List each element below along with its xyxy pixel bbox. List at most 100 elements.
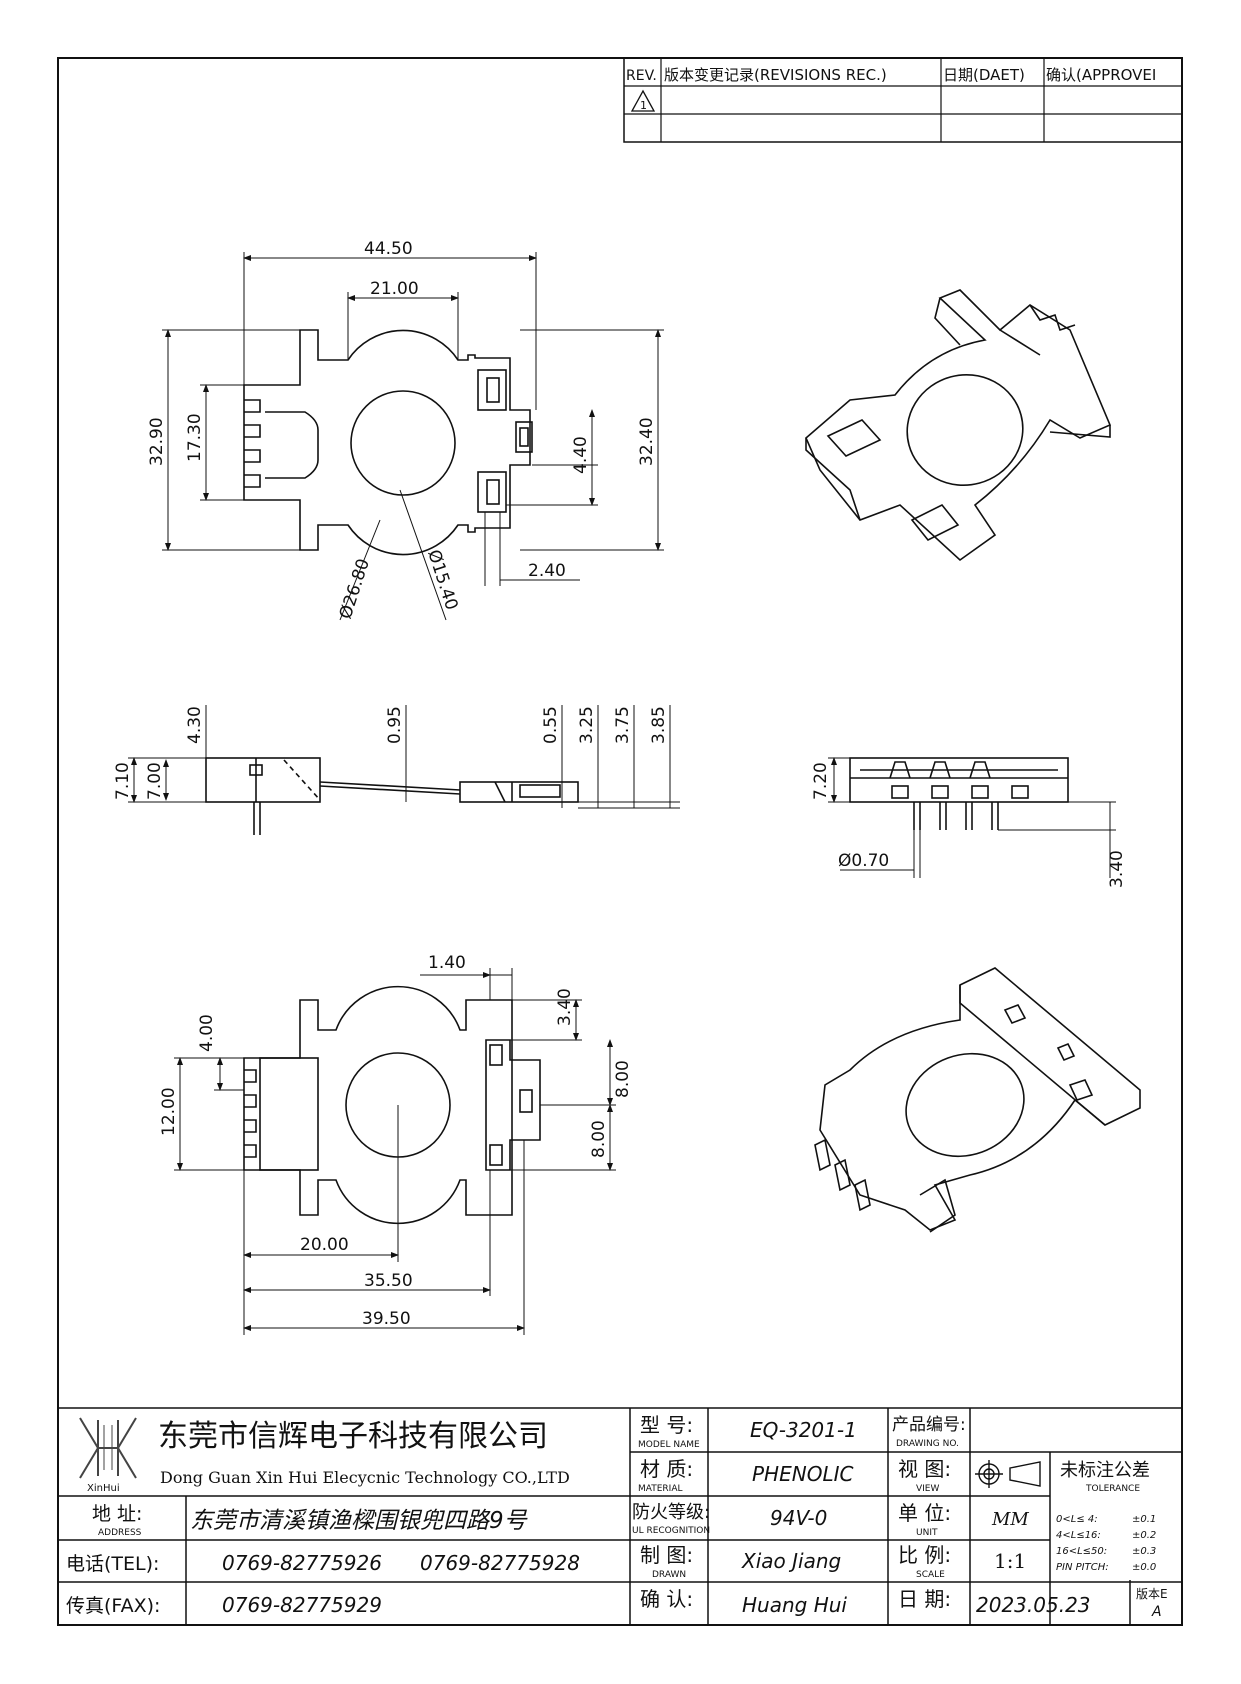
dim-center-offset: 20.00: [300, 1235, 349, 1255]
dim-front-height: 7.20: [811, 762, 831, 800]
ul-label: 防火等级:: [632, 1502, 710, 1523]
isometric-view-top: [805, 289, 1112, 562]
logo-text: XinHui: [87, 1483, 120, 1494]
tel-value-1: 0769-82775926: [222, 1551, 382, 1575]
tel-value-2: 0769-82775928: [420, 1551, 580, 1575]
dim-lower-pitch: 8.00: [589, 1120, 609, 1158]
drawing-no-label-en: DRAWING NO.: [896, 1439, 959, 1449]
address-label-en: ADDRESS: [98, 1528, 142, 1538]
fax-value: 0769-82775929: [222, 1593, 382, 1617]
top-view-dims: [162, 252, 664, 621]
tolerance-row-4-value: ±0.0: [1132, 1562, 1156, 1573]
dim-inner-width: 21.00: [370, 279, 419, 299]
front-view: [849, 757, 1069, 830]
revision-mark: 1: [640, 99, 647, 112]
projection-icon: [975, 1460, 1041, 1488]
drawn-label: 制 图:: [640, 1543, 693, 1567]
model-label: 型 号:: [640, 1413, 693, 1437]
address-label: 地 址:: [92, 1503, 142, 1525]
dim-overall-width: 44.50: [364, 239, 413, 259]
fax-label: 传真(FAX):: [66, 1595, 160, 1617]
dim-pin-length: 3.40: [1107, 850, 1127, 888]
view-label-en: VIEW: [916, 1484, 939, 1494]
company-name-cn: 东莞市信辉电子科技有限公司: [158, 1419, 548, 1454]
unit-value: MM: [991, 1509, 1029, 1530]
revision-triangle-icon: [630, 89, 656, 112]
tolerance-row-3: 16<L≤50:: [1056, 1546, 1107, 1557]
material-label-en: MATERIAL: [638, 1484, 683, 1494]
side-view-dims: [128, 705, 680, 809]
revision-block: REV. 版本变更记录(REVISIONS REC.) 日期(DAET) 确认(…: [623, 57, 1183, 143]
dim-pin-pitch: 4.00: [197, 1014, 217, 1052]
view-label: 视 图:: [898, 1457, 951, 1481]
company-logo: [79, 1417, 137, 1479]
date-label: 日 期:: [898, 1587, 951, 1611]
dim-slot-height: 17.30: [185, 413, 205, 462]
approve-col-header: 确认(APPROVEI: [1046, 66, 1156, 84]
drawn-label-en: DRAWN: [652, 1570, 686, 1580]
scale-value: 1:1: [994, 1549, 1026, 1573]
dim-height-right: 32.40: [637, 417, 657, 466]
dim-pin-span: 12.00: [159, 1087, 179, 1136]
unit-label-en: UNIT: [916, 1528, 938, 1538]
dim-overall-width-bottom: 39.50: [362, 1309, 411, 1329]
ul-label-en: UL RECOGNITION: [632, 1526, 710, 1536]
unit-label: 单 位:: [898, 1501, 951, 1525]
dim-height-left: 32.90: [147, 417, 167, 466]
title-block: [58, 1407, 1182, 1625]
dim-tab-width: 2.40: [528, 561, 566, 581]
tolerance-label: 未标注公差: [1060, 1460, 1150, 1481]
dim-d3: 3.75: [613, 706, 633, 744]
dim-rail-offset: 3.40: [555, 988, 575, 1026]
address-value: 东莞市清溪镇渔樑围银兜四路9号: [190, 1508, 528, 1534]
scale-label-en: SCALE: [916, 1570, 945, 1580]
dim-rail-width: 1.40: [428, 953, 466, 973]
drawing-no-label: 产品编号:: [892, 1415, 966, 1435]
model-label-en: MODEL NAME: [638, 1440, 700, 1450]
tolerance-row-4: PIN PITCH:: [1056, 1562, 1109, 1573]
tel-label: 电话(TEL):: [66, 1553, 159, 1575]
check-label: 确 认:: [640, 1587, 693, 1611]
dim-mid-width: 35.50: [364, 1271, 413, 1291]
tolerance-row-3-value: ±0.3: [1132, 1546, 1156, 1557]
dim-total-height: 7.10: [113, 762, 133, 800]
dim-pin-gap: 4.40: [571, 436, 591, 474]
dim-top-step: 4.30: [185, 706, 205, 744]
bottom-view-dims: [174, 968, 616, 1335]
tolerance-row-1: 0<L≤ 4:: [1056, 1514, 1098, 1525]
tolerance-row-1-value: ±0.1: [1132, 1514, 1156, 1525]
dim-d4: 3.85: [649, 706, 669, 744]
material-label: 材 质:: [640, 1457, 693, 1481]
isometric-view-bottom: [814, 967, 1141, 1233]
company-name-en: Dong Guan Xin Hui Elecycnic Technology C…: [160, 1468, 570, 1487]
front-view-dims: [828, 757, 1116, 878]
tolerance-label-en: TOLERANCE: [1085, 1484, 1140, 1494]
side-view: [205, 757, 579, 835]
dim-d1: 0.55: [541, 706, 561, 744]
dim-hole-diameter: Ø15.40: [423, 547, 461, 612]
drawing-border: [57, 57, 1183, 1626]
dim-outer-diameter: Ø26.80: [336, 556, 374, 621]
tolerance-row-2-value: ±0.2: [1132, 1530, 1156, 1541]
date-value: 2023.05.23: [976, 1593, 1091, 1617]
dim-body-height: 7.00: [145, 762, 165, 800]
dim-upper-pitch: 8.00: [613, 1060, 633, 1098]
dim-d2: 3.25: [577, 706, 597, 744]
bottom-view: [243, 985, 541, 1225]
ul-value: 94V-0: [770, 1506, 827, 1530]
date-col-header: 日期(DAET): [943, 66, 1025, 84]
material-value: PHENOLIC: [752, 1462, 853, 1486]
version-value: A: [1151, 1604, 1162, 1620]
rev-col-header: REV.: [626, 68, 657, 84]
scale-label: 比 例:: [898, 1543, 951, 1567]
model-value: EQ-3201-1: [750, 1418, 857, 1442]
version-label: 版本E: [1136, 1587, 1168, 1601]
top-view: [243, 329, 533, 556]
dim-flange: 0.95: [385, 706, 405, 744]
dim-pin-diameter: Ø0.70: [838, 851, 889, 871]
drawn-value: Xiao Jiang: [741, 1549, 841, 1573]
revision-record-header: 版本变更记录(REVISIONS REC.): [664, 66, 887, 84]
tolerance-row-2: 4<L≤16:: [1056, 1530, 1101, 1541]
check-value: Huang Hui: [742, 1593, 847, 1617]
